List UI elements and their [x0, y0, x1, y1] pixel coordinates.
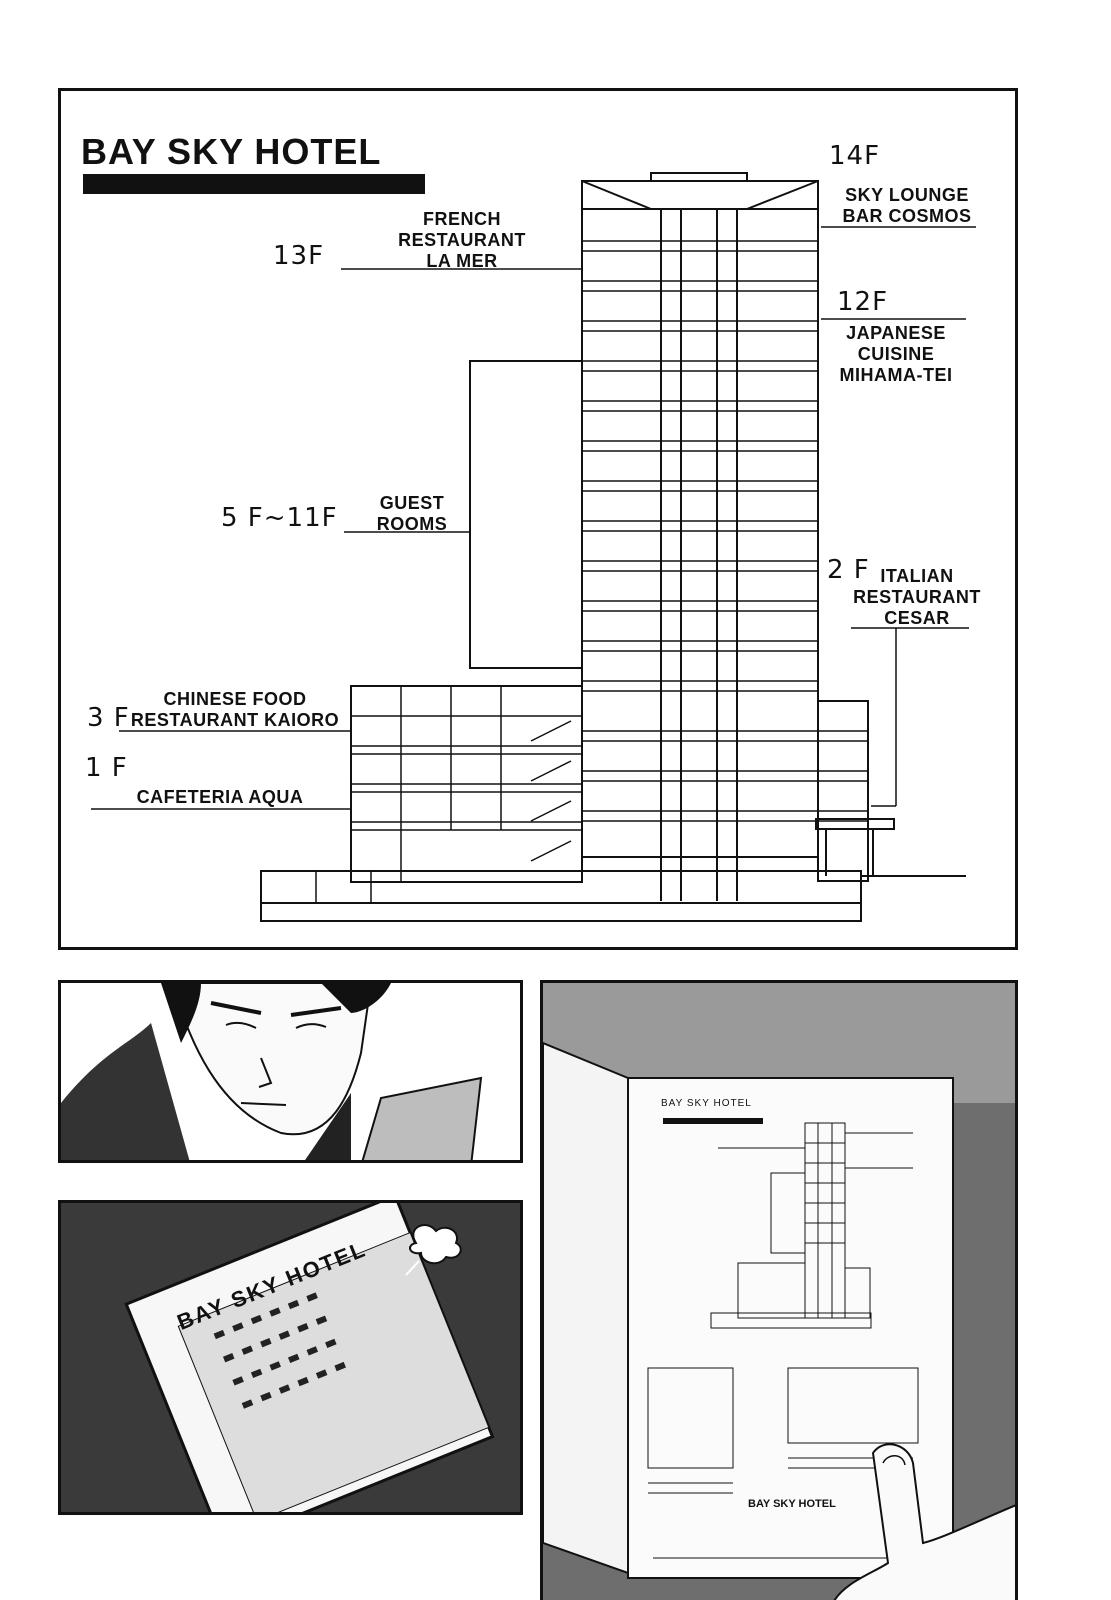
floor-2-label: 2 F: [827, 555, 870, 585]
brochure-open-panel: BAY SKY HOTEL BAY SKY HOTEL: [540, 980, 1018, 1600]
floor-14-label: 14F: [829, 141, 881, 171]
title-underline: [83, 174, 425, 194]
floor-12-label: 12F: [837, 287, 889, 317]
floor-guide-panel: BAY SKY HOTEL: [58, 88, 1018, 950]
brochure-cover-drawing: [124, 1203, 495, 1512]
cafeteria-label: CAFETERIA AQUA: [136, 787, 304, 807]
inner-brochure-footer-title: BAY SKY HOTEL: [748, 1498, 836, 1510]
floor-3-label: 3 F: [87, 703, 130, 733]
floor-1-label: 1 F: [85, 753, 128, 783]
man-face-drawing: [61, 983, 520, 1160]
chinese-restaurant-label: CHINESE FOOD RESTAURANT KAIORO: [130, 689, 340, 730]
floor-13-label: 13F: [273, 241, 325, 271]
face-panel: [58, 980, 523, 1163]
guest-rooms-label: GUEST ROOMS: [376, 493, 448, 534]
japanese-cuisine-label: JAPANESE CUISINE MIHAMA-TEI: [839, 323, 953, 385]
brochure-cover-panel: BAY SKY HOTEL: [58, 1200, 523, 1515]
floor-5-11-label: 5 F~11F: [221, 503, 338, 533]
diagram-title: BAY SKY HOTEL: [81, 131, 382, 172]
inner-brochure-title: BAY SKY HOTEL: [661, 1098, 752, 1109]
italian-restaurant-label: ITALIAN RESTAURANT CESAR: [853, 566, 981, 628]
french-restaurant-label: FRENCH RESTAURANT LA MER: [398, 209, 526, 271]
open-brochure-drawing: [543, 983, 1015, 1600]
building-drawing: [91, 172, 976, 922]
sky-lounge-label: SKY LOUNGE BAR COSMOS: [842, 185, 972, 226]
